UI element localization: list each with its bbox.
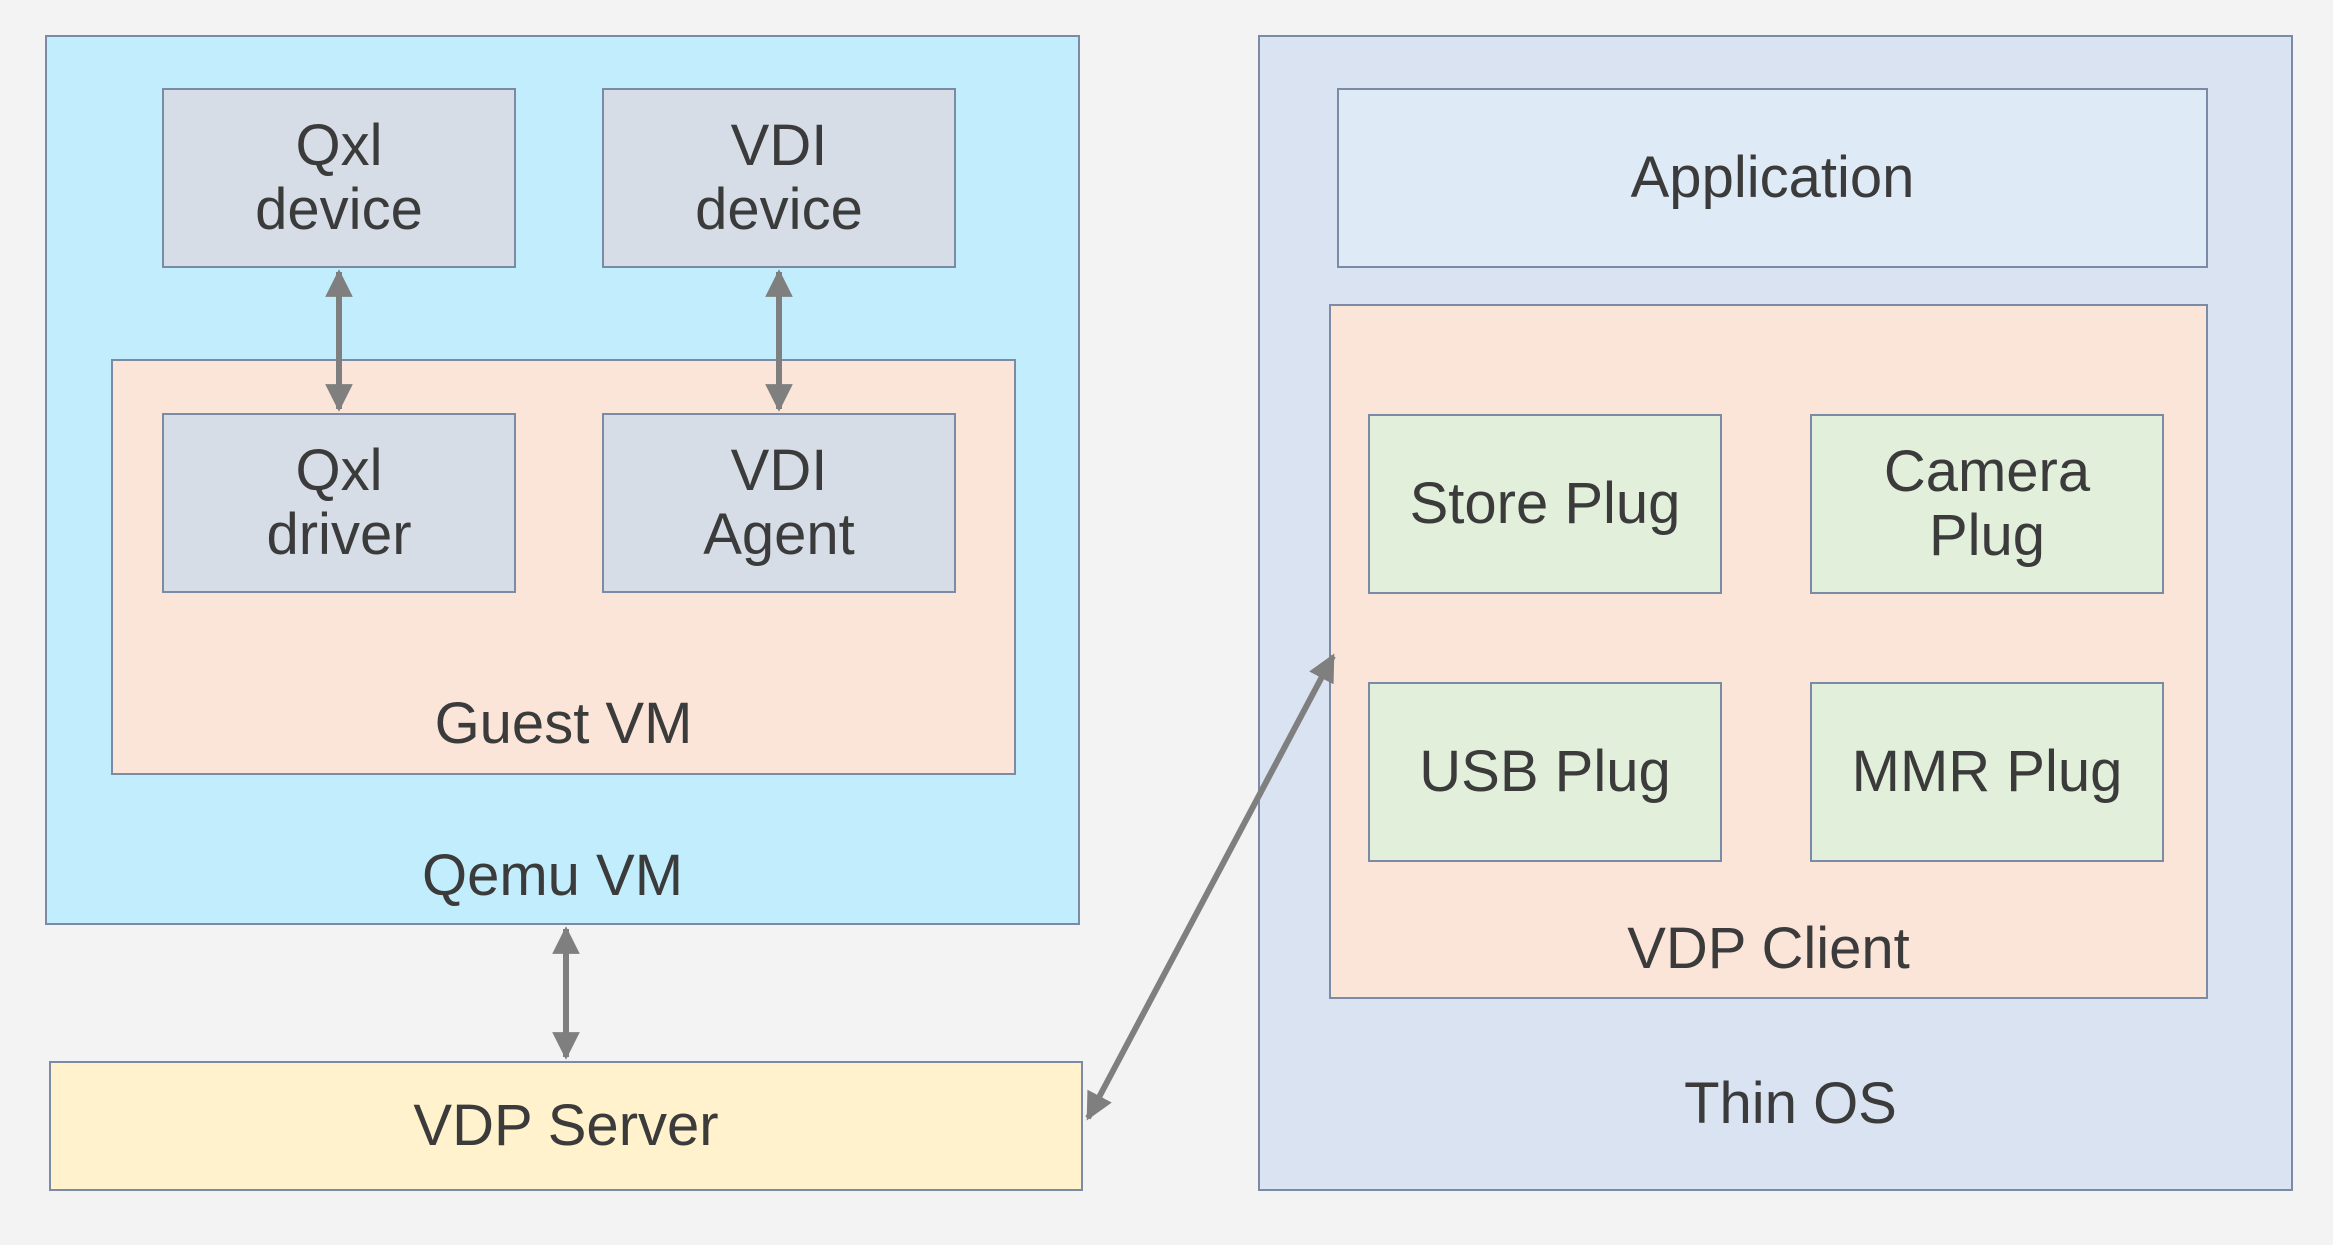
qxl-driver-label-line2: driver bbox=[266, 502, 412, 567]
qxl-device-label-line2: device bbox=[255, 177, 423, 242]
mmr-plug-box: MMR Plug bbox=[1810, 682, 2164, 862]
vdi-agent-label-line1: VDI bbox=[730, 438, 828, 503]
application-label: Application bbox=[1630, 145, 1915, 210]
vdi-device-label-line1: VDI bbox=[730, 113, 828, 178]
qxl-device-label-line1: Qxl bbox=[295, 113, 383, 178]
vdi-agent-label-line2: Agent bbox=[703, 502, 855, 567]
application-box: Application bbox=[1337, 88, 2208, 268]
usb-plug-label: USB Plug bbox=[1419, 739, 1671, 804]
vdp-server-box: VDP Server bbox=[49, 1061, 1083, 1191]
vdp-server-label: VDP Server bbox=[413, 1093, 719, 1158]
qemu-vm-label: Qemu VM bbox=[421, 843, 684, 908]
store-plug-label: Store Plug bbox=[1409, 471, 1681, 536]
mmr-plug-label: MMR Plug bbox=[1851, 739, 2123, 804]
vdp-client-label: VDP Client bbox=[1627, 916, 1910, 981]
qxl-driver-box: Qxl driver bbox=[162, 413, 516, 593]
usb-plug-box: USB Plug bbox=[1368, 682, 1722, 862]
vdi-device-label-line2: device bbox=[695, 177, 863, 242]
vdi-device-box: VDI device bbox=[602, 88, 956, 268]
guest-vm-label: Guest VM bbox=[434, 691, 693, 756]
arrow-vdp-server-client bbox=[1085, 653, 1336, 1121]
thin-os-label: Thin OS bbox=[1684, 1071, 1897, 1136]
camera-plug-box: Camera Plug bbox=[1810, 414, 2164, 594]
camera-plug-label-line1: Camera bbox=[1883, 439, 2091, 504]
qxl-device-box: Qxl device bbox=[162, 88, 516, 268]
store-plug-box: Store Plug bbox=[1368, 414, 1722, 594]
vdi-agent-box: VDI Agent bbox=[602, 413, 956, 593]
qxl-driver-label-line1: Qxl bbox=[295, 438, 383, 503]
camera-plug-label-line2: Plug bbox=[1928, 503, 2046, 568]
